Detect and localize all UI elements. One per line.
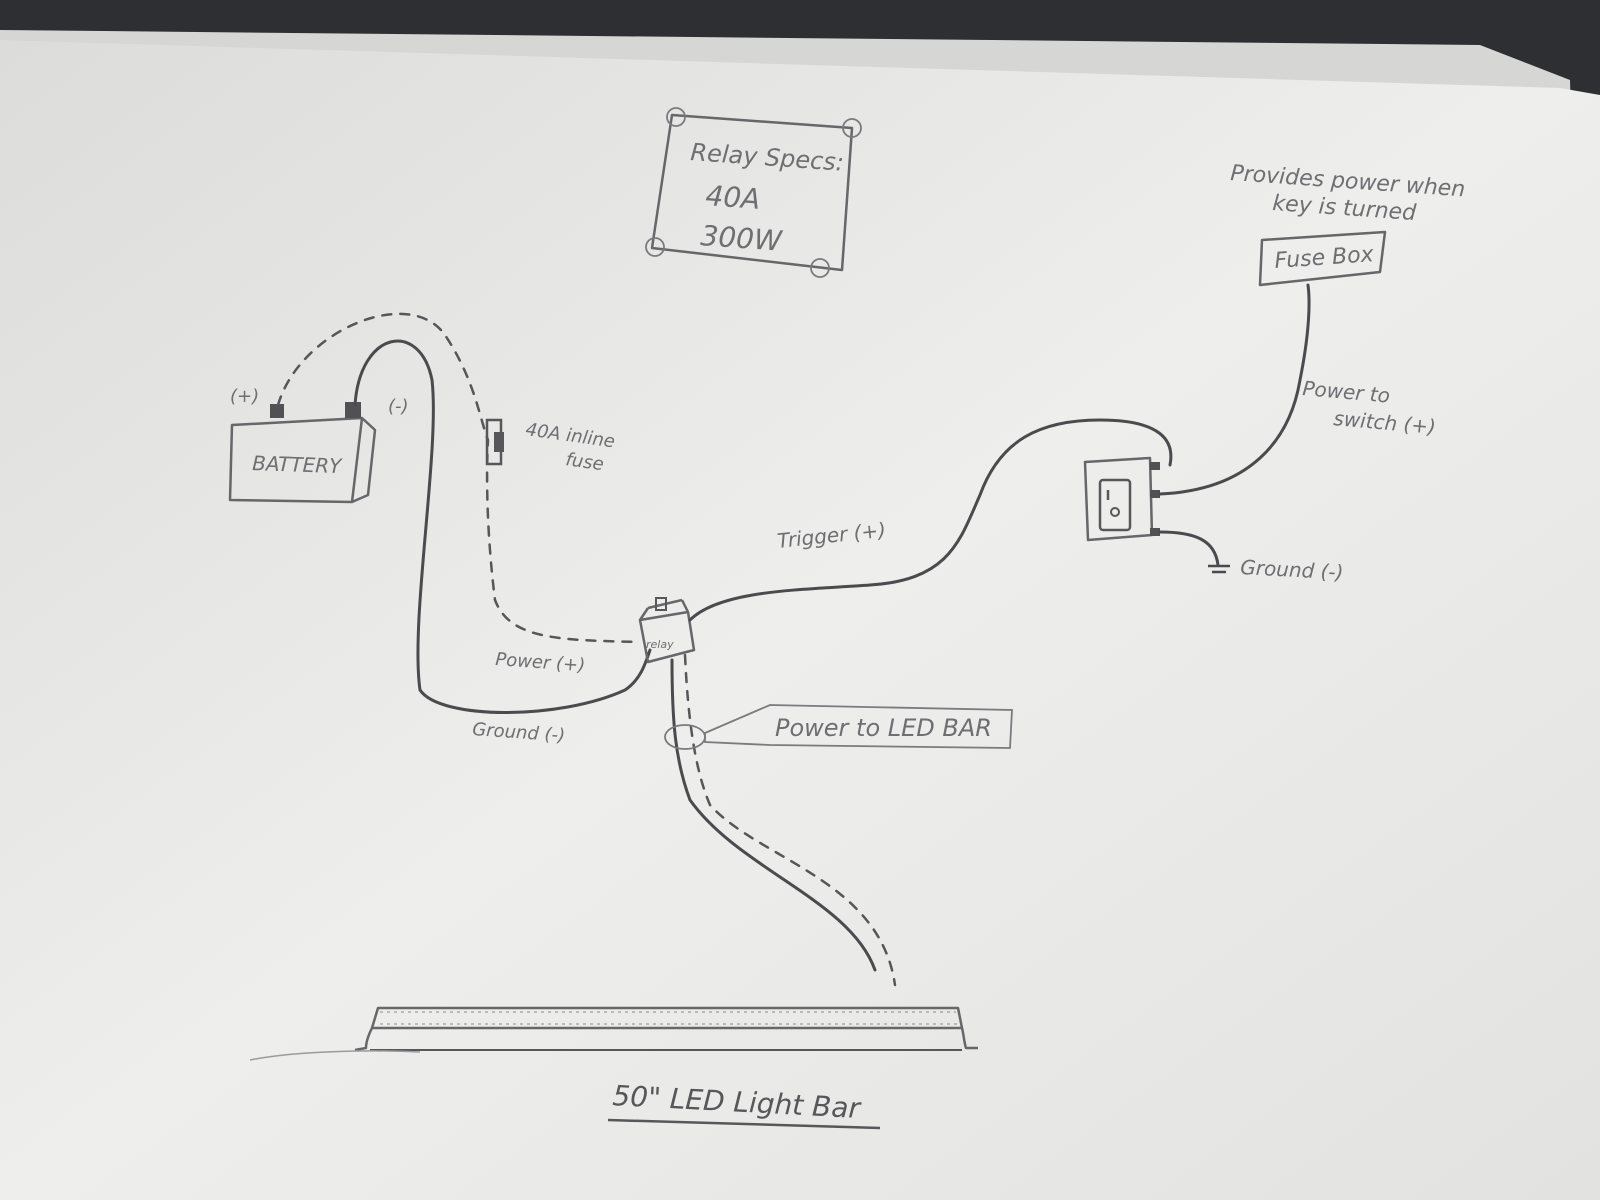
switch-ground-label: Ground (-): [1240, 555, 1344, 584]
relay-specs-amps: 40A: [705, 179, 762, 216]
battery-positive-label: (+): [230, 386, 259, 407]
battery-positive-terminal: [270, 404, 284, 418]
relay: relay: [638, 597, 696, 664]
trigger-wire: [688, 418, 1173, 622]
battery-negative-label: (-): [388, 396, 409, 417]
paper-sheet: [0, 40, 1600, 1200]
led-bar-ground-wire: [670, 658, 877, 972]
battery-negative-terminal: [345, 402, 361, 418]
led-bar-tag-label: Power to LED BAR: [775, 714, 992, 742]
rocker-switch: [1083, 456, 1160, 542]
relay-specs-watts: 300W: [700, 219, 785, 258]
switch-power-wire: [1158, 283, 1311, 496]
relay-specs-box: Relay Specs: 40A 300W: [645, 107, 862, 278]
ground-symbol-icon: [1208, 564, 1230, 574]
ground-wire: [353, 339, 652, 714]
led-bar-tag: Power to LED BAR: [664, 704, 1013, 750]
battery: BATTERY (+) (-): [228, 386, 409, 504]
switch-ground-wire: [1158, 530, 1220, 567]
relay-label: relay: [646, 638, 674, 651]
led-bar-power-wire: [683, 653, 897, 987]
battery-label: BATTERY: [252, 451, 344, 478]
